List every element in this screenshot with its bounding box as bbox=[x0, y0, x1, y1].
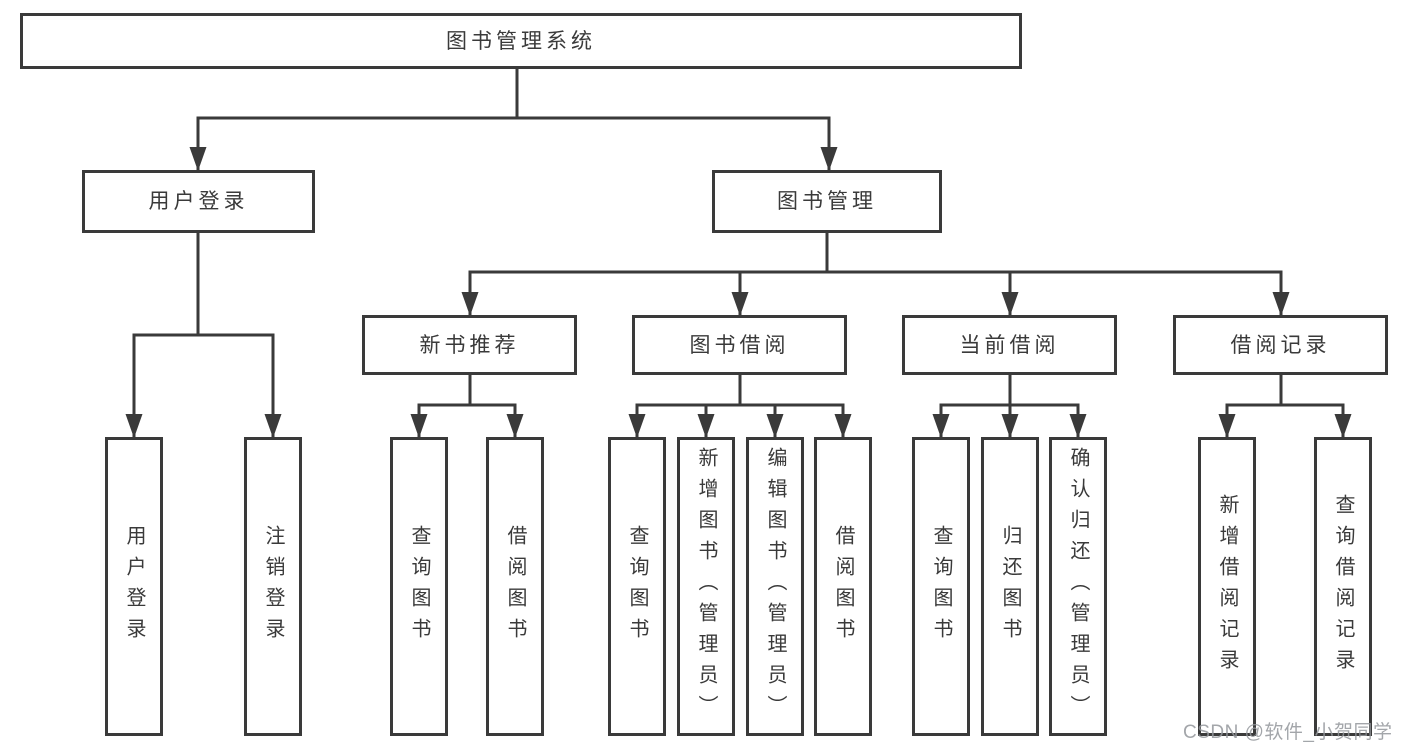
node-leaf-user-login-label: 用户登录 bbox=[123, 524, 145, 649]
node-cb-query-book-label: 查询图书 bbox=[930, 524, 952, 649]
node-new-book-rec-label: 新书推荐 bbox=[419, 333, 520, 357]
node-bb-query-book: 查询图书 bbox=[608, 437, 666, 736]
node-current-borrow-label: 当前借阅 bbox=[959, 333, 1060, 357]
node-nbr-borrow-book: 借阅图书 bbox=[486, 437, 544, 736]
node-cb-confirm-return: 确认归还（管理员） bbox=[1049, 437, 1107, 736]
node-bb-add-book: 新增图书（管理员） bbox=[677, 437, 735, 736]
node-root-label: 图书管理系统 bbox=[446, 29, 596, 53]
node-cb-return-book-label: 归还图书 bbox=[999, 524, 1021, 649]
node-nbr-query-book: 查询图书 bbox=[390, 437, 448, 736]
node-book-mgmt-label: 图书管理 bbox=[777, 190, 877, 213]
node-user-login-label: 用户登录 bbox=[148, 190, 249, 213]
node-current-borrow: 当前借阅 bbox=[902, 315, 1117, 375]
csdn-watermark: CSDN @软件_小贺同学 bbox=[1183, 722, 1393, 743]
node-bb-borrow-book-label: 借阅图书 bbox=[832, 524, 854, 649]
node-nbr-borrow-book-label: 借阅图书 bbox=[504, 524, 526, 649]
node-br-query-record-label: 查询借阅记录 bbox=[1332, 493, 1354, 680]
node-bb-edit-book: 编辑图书（管理员） bbox=[746, 437, 804, 736]
node-book-borrow-label: 图书借阅 bbox=[689, 333, 790, 357]
node-new-book-rec: 新书推荐 bbox=[362, 315, 577, 375]
node-borrow-record-label: 借阅记录 bbox=[1230, 333, 1331, 357]
node-bb-add-book-label: 新增图书（管理员） bbox=[695, 447, 717, 726]
node-book-mgmt: 图书管理 bbox=[712, 170, 942, 233]
node-bb-query-book-label: 查询图书 bbox=[626, 524, 648, 649]
node-borrow-record: 借阅记录 bbox=[1173, 315, 1388, 375]
node-leaf-logout-label: 注销登录 bbox=[262, 524, 284, 649]
node-book-borrow: 图书借阅 bbox=[632, 315, 847, 375]
node-bb-borrow-book: 借阅图书 bbox=[814, 437, 872, 736]
node-leaf-user-login: 用户登录 bbox=[105, 437, 163, 736]
node-br-add-record-label: 新增借阅记录 bbox=[1216, 493, 1238, 680]
node-cb-return-book: 归还图书 bbox=[981, 437, 1039, 736]
node-br-add-record: 新增借阅记录 bbox=[1198, 437, 1256, 736]
node-root: 图书管理系统 bbox=[20, 13, 1022, 69]
node-cb-query-book: 查询图书 bbox=[912, 437, 970, 736]
node-bb-edit-book-label: 编辑图书（管理员） bbox=[764, 447, 786, 726]
node-cb-confirm-return-label: 确认归还（管理员） bbox=[1067, 447, 1089, 726]
node-user-login: 用户登录 bbox=[82, 170, 315, 233]
connector-group bbox=[125, 69, 1352, 438]
node-br-query-record: 查询借阅记录 bbox=[1314, 437, 1372, 736]
node-leaf-logout: 注销登录 bbox=[244, 437, 302, 736]
node-nbr-query-book-label: 查询图书 bbox=[408, 524, 430, 649]
